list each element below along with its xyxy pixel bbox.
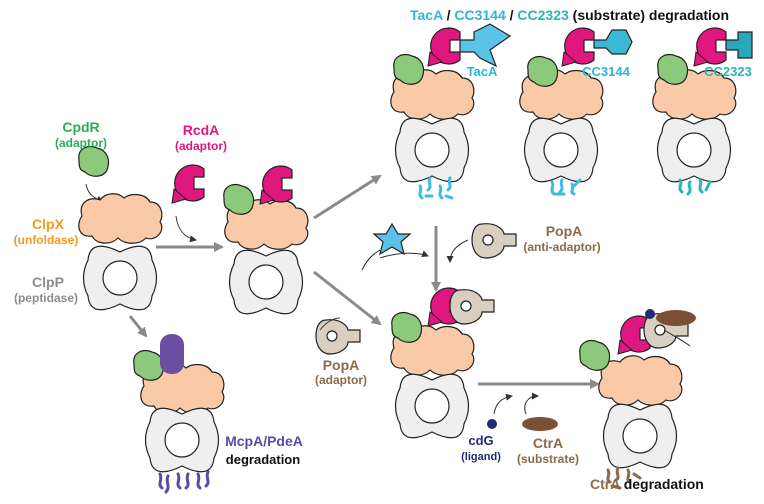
ctra-degradation-word: degradation	[620, 476, 704, 492]
popa-anti-adaptor-shape	[471, 223, 517, 259]
substrate-tail	[361, 249, 381, 271]
cc2323-tag-label: CC2323	[704, 64, 752, 79]
rcda-adaptor-shape	[427, 27, 461, 67]
rcda-adaptor-shape	[259, 165, 293, 205]
taca-tag-label: TacA	[467, 64, 498, 79]
rcda-adaptor-shape	[693, 27, 727, 67]
rcda-adaptor-shape	[171, 164, 205, 204]
cc3144-complex	[519, 27, 633, 196]
rcda-free	[171, 164, 205, 243]
cpdr-adaptor-shape	[78, 145, 110, 177]
title-rest: (substrate) degradation	[569, 7, 729, 23]
primed-complex	[223, 165, 309, 315]
ctra-degradation-label: CtrA degradation	[590, 476, 704, 492]
left-complex	[78, 145, 163, 311]
clpx-role-label: (unfoldase)	[14, 233, 79, 247]
title-cc3144: CC3144	[454, 7, 506, 23]
arrow-to-substrate-branch	[313, 174, 382, 220]
mcpa-degradation-label: degradation	[226, 452, 300, 467]
popa-anti-role-label: (anti-adaptor)	[523, 240, 600, 254]
popa-adaptor-shape	[315, 319, 361, 355]
ctra-bound-tail	[663, 329, 691, 347]
cc2323-substrate-shape	[725, 31, 753, 59]
mcpa-pdea-substrate-shape	[160, 334, 184, 374]
clpp-peptidase-shape	[394, 373, 470, 439]
free-substrate-shape	[373, 223, 411, 255]
cpdr-adaptor-shape	[393, 53, 425, 85]
ctra-binding-arrow	[524, 392, 539, 415]
clpx-unfoldase-shape	[598, 355, 683, 406]
cpdr-adaptor-shape	[223, 183, 255, 215]
cdg-role-label: (ligand)	[461, 451, 501, 463]
cc3144-fragments	[550, 178, 582, 196]
popa-adaptor-tail	[319, 317, 341, 331]
title-sep-2: /	[506, 7, 518, 23]
ctra-name-label: CtrA	[533, 435, 563, 451]
mcpa-complex	[133, 334, 225, 494]
clpx-unfoldase-shape	[78, 193, 163, 244]
clpp-peptidase-shape	[144, 407, 220, 473]
cdg-binding-arrow	[493, 393, 513, 415]
cc3144-substrate-shape	[593, 29, 633, 55]
clpp-name-label: ClpP	[32, 274, 64, 290]
title-sep-1: /	[443, 7, 455, 23]
ctra-substrate-shape	[522, 417, 558, 431]
clpx-name-label: ClpX	[32, 216, 65, 232]
clpp-peptidase-shape	[82, 245, 158, 311]
clpp-role-label: (peptidase)	[14, 291, 78, 305]
ctra-complex	[579, 309, 696, 490]
cpdr-adaptor-shape	[133, 349, 165, 381]
cc2323-fragments	[678, 178, 712, 196]
popa-adaptor-role-label: (adaptor)	[315, 373, 367, 387]
title-cc2323: CC2323	[517, 7, 569, 23]
ctra-fragments	[606, 466, 642, 490]
cdg-bound-dot	[645, 309, 655, 319]
taca-complex	[390, 23, 512, 200]
cpdr-adaptor-shape	[579, 339, 611, 371]
clpp-peptidase-shape	[523, 117, 599, 183]
mcpa-fragments	[158, 470, 210, 494]
cpdr-role-label: (adaptor)	[55, 136, 107, 150]
cdg-ligand-dot	[487, 419, 497, 429]
ctra-role-label: (substrate)	[517, 452, 579, 466]
rcda-adaptor-shape	[561, 27, 595, 67]
cpdr-adaptor-shape	[391, 311, 423, 343]
popa-adaptor-name-label: PopA	[323, 357, 360, 373]
cdg-name-label: cdG	[468, 433, 493, 448]
mcpa-pdea-label: McpA/PdeA	[225, 433, 303, 449]
cpdr-adaptor-shape	[527, 55, 559, 87]
cc2323-complex	[652, 27, 753, 196]
popa-anti-name-label: PopA	[546, 223, 583, 239]
clpp-peptidase-shape	[394, 117, 470, 183]
taca-substrate-shape	[459, 23, 512, 68]
clpp-peptidase-shape	[656, 117, 732, 183]
popa-bound-shape	[449, 289, 495, 325]
rcda-binding-arrow	[175, 215, 197, 243]
title-taca: TacA	[410, 7, 443, 23]
taca-fragments	[418, 176, 454, 200]
popa-complex	[390, 287, 495, 439]
arrow-to-mcpa-degradation	[128, 315, 148, 338]
ctra-degradation-name: CtrA	[590, 476, 620, 492]
clpp-peptidase-shape	[228, 249, 304, 315]
arrow-to-popa-branch	[313, 270, 382, 326]
popa-anti-binding-arrow	[446, 239, 469, 263]
substrate-exclusion-arrow	[379, 250, 429, 259]
cpdr-name-label: CpdR	[62, 119, 99, 135]
cpdr-adaptor-shape	[657, 53, 689, 85]
rcda-name-label: RcdA	[183, 122, 220, 138]
ctra-bound-shape	[656, 310, 696, 326]
substrate-degradation-title: TacA / CC3144 / CC2323 (substrate) degra…	[410, 7, 729, 23]
rcda-role-label: (adaptor)	[175, 139, 227, 153]
clpp-peptidase-shape	[602, 403, 678, 469]
cc3144-tag-label: CC3144	[582, 64, 630, 79]
